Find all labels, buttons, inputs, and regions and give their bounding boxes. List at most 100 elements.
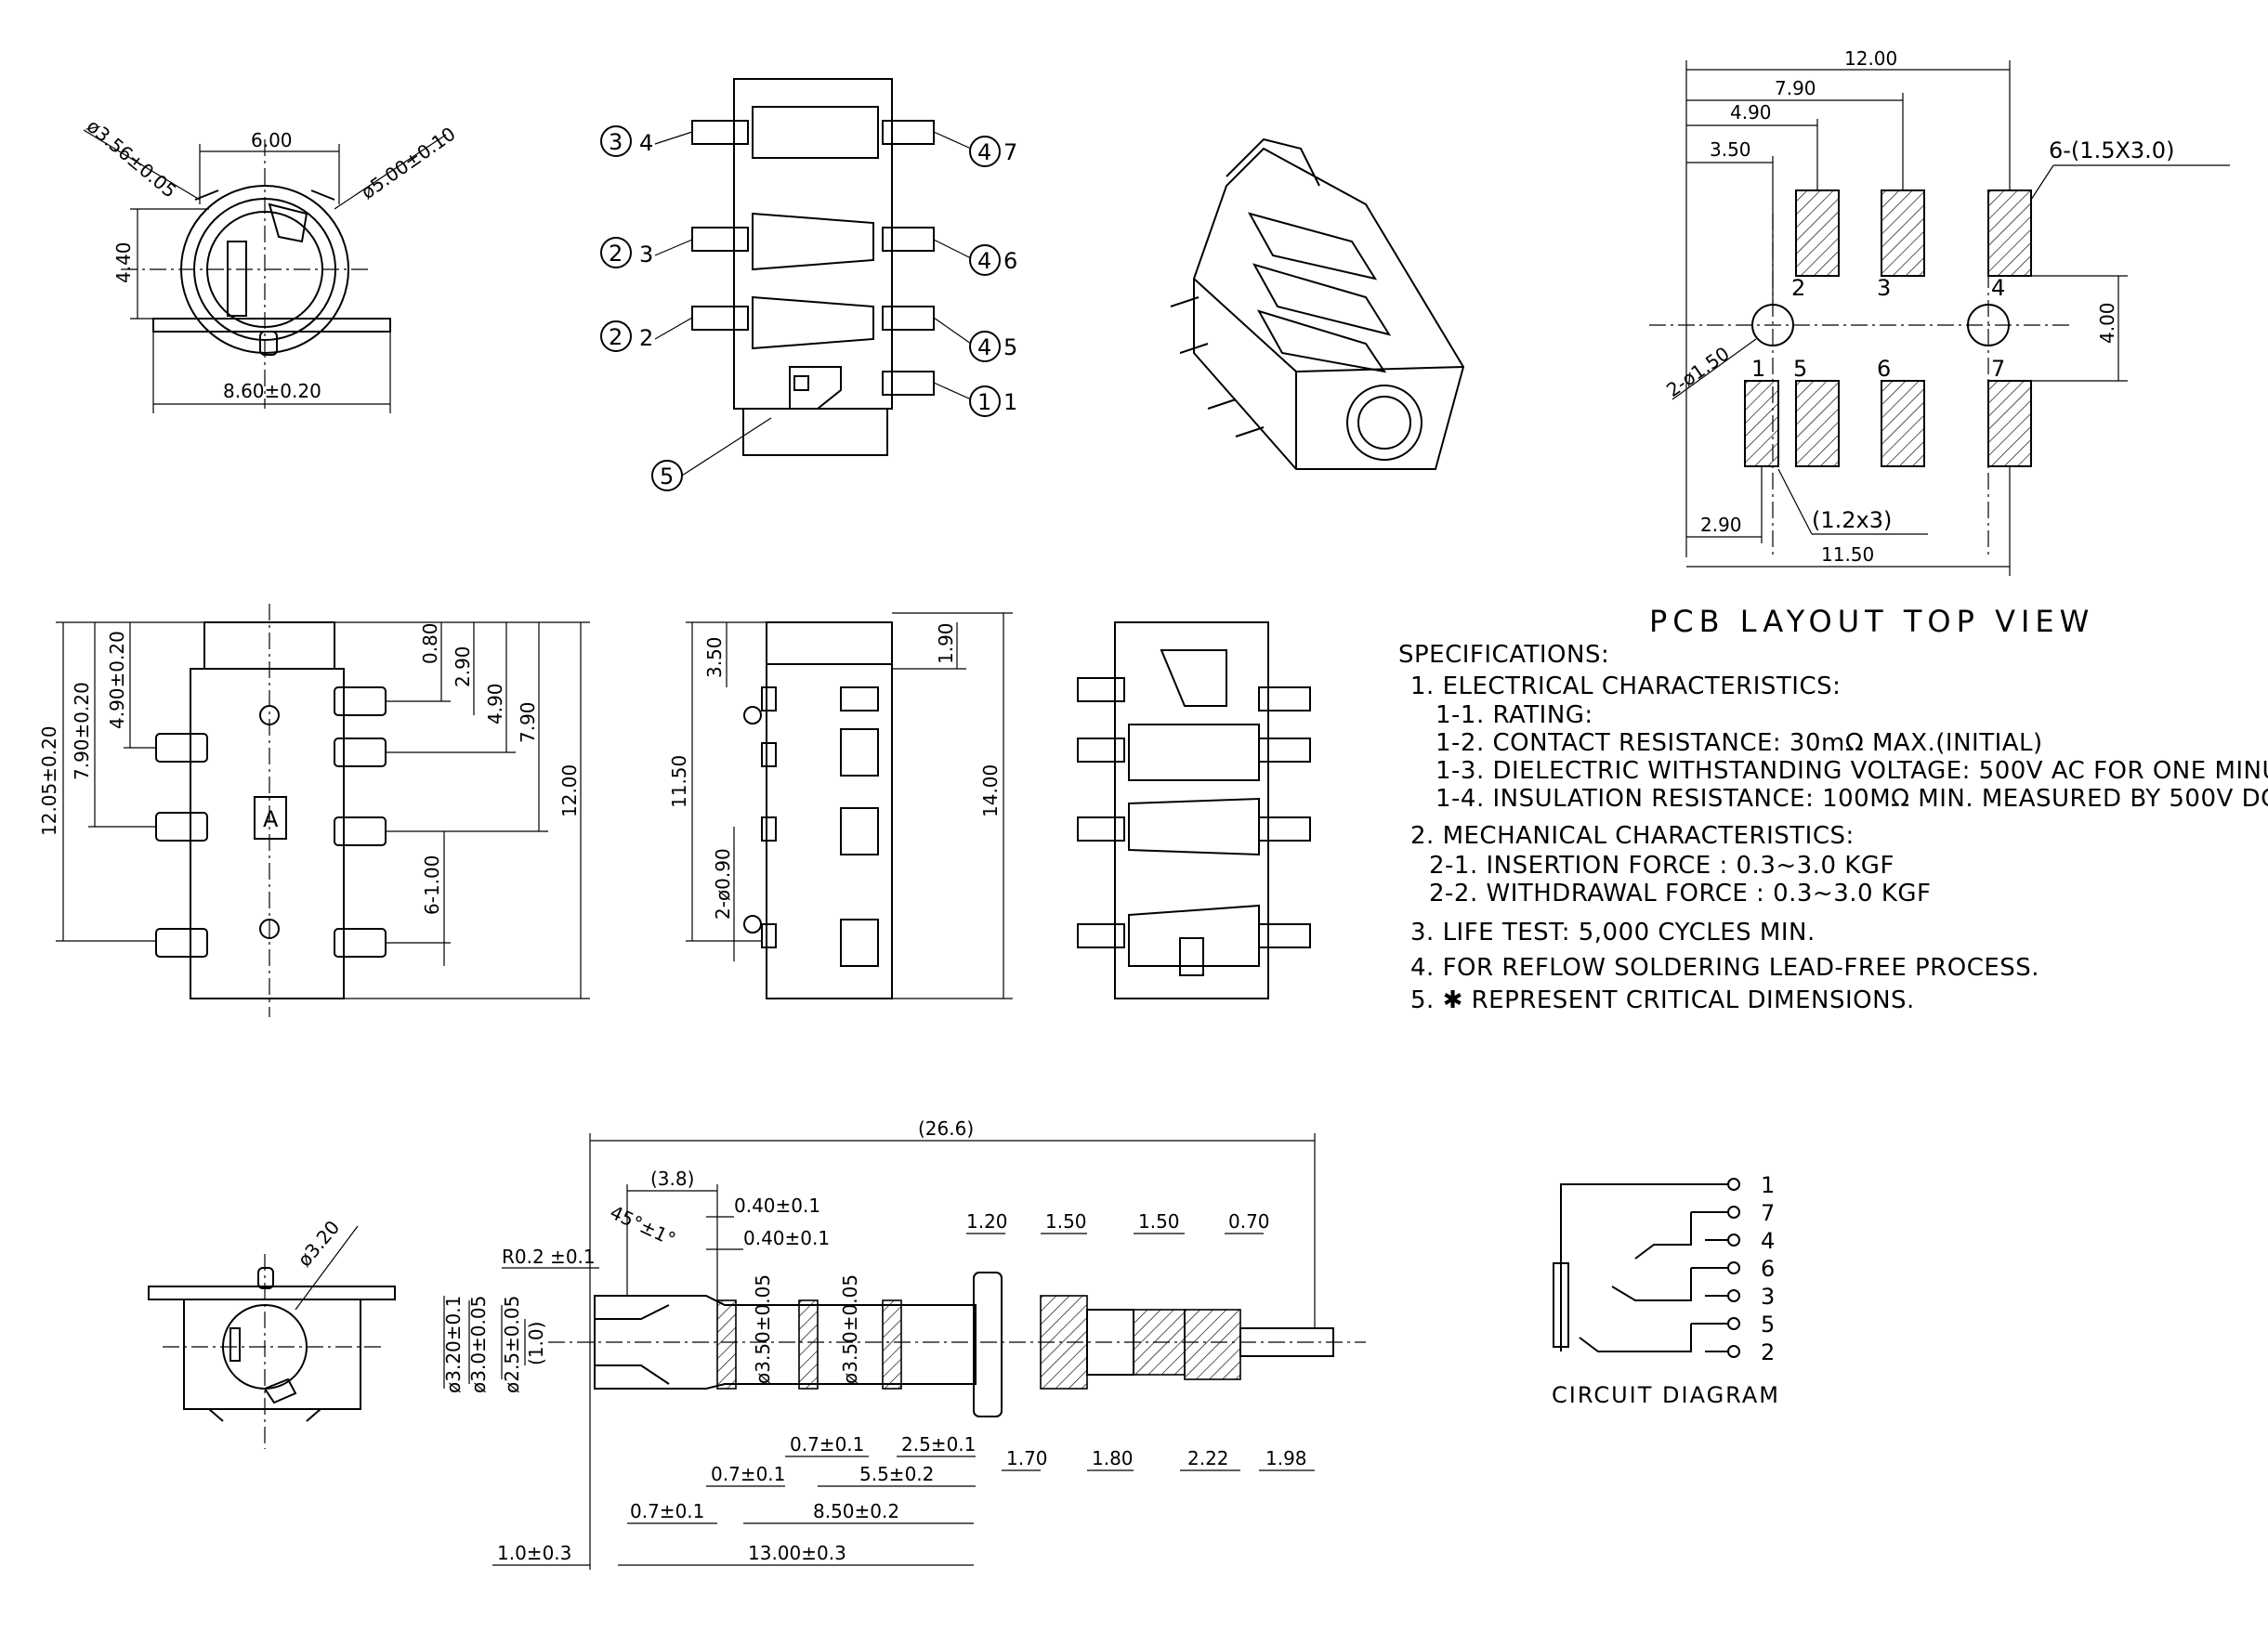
pcb-small-pad-note: (1.2x3) bbox=[1812, 507, 1892, 533]
pcb-pad-number-1: 1 bbox=[1751, 356, 1765, 382]
plug-dim-07c: 0.7±0.1 bbox=[630, 1500, 704, 1522]
plug-dim-180: 1.80 bbox=[1092, 1447, 1134, 1469]
circuit-pin-6: 6 bbox=[1761, 1256, 1775, 1282]
pcb-pad-number-7: 7 bbox=[1991, 356, 2005, 382]
callout-pin-8: 1 bbox=[1003, 389, 1017, 415]
callout-num-6: 4 bbox=[977, 248, 991, 274]
mid-dim-holes: 2-ø0.90 bbox=[712, 848, 734, 920]
spec-line-9: 3. LIFE TEST: 5,000 CYCLES MIN. bbox=[1410, 919, 1816, 947]
plug-dia-350a: ø3.50±0.05 bbox=[752, 1274, 774, 1384]
side-dim-1200: 12.00 bbox=[558, 764, 581, 817]
plug-dim-07a: 0.7±0.1 bbox=[790, 1433, 864, 1456]
plug-dia-350b: ø3.50±0.05 bbox=[839, 1274, 861, 1384]
plug-detail: (26.6) (3.8) 0.40±0.1 0.40±0.1 45°±1° R0… bbox=[442, 1117, 1366, 1570]
callout-num-2: 2 bbox=[609, 241, 623, 267]
callout-num-8: 1 bbox=[977, 389, 991, 415]
plug-dim-222: 2.22 bbox=[1187, 1447, 1229, 1469]
plug-dia-300: ø3.0±0.05 bbox=[467, 1296, 490, 1393]
circuit-diagram: 1 7 4 6 3 5 2 CIRCUIT DIAGRAM bbox=[1552, 1172, 1778, 1408]
callout-num-3: 2 bbox=[609, 324, 623, 350]
callout-pin-6: 6 bbox=[1003, 248, 1017, 274]
front-view: 6.00 ø3.56±0.05 ø5.00±0.10 4.40 8.60±0.2… bbox=[83, 114, 460, 413]
plug-dim-070: 0.70 bbox=[1228, 1210, 1270, 1233]
front-dim-hole-large: ø5.00±0.10 bbox=[357, 123, 459, 203]
mid-dim-1400: 14.00 bbox=[979, 764, 1002, 817]
plug-dim-150a: 1.50 bbox=[1045, 1210, 1087, 1233]
plug-radius: R0.2 ±0.1 bbox=[502, 1246, 596, 1268]
mid-dim-1150: 11.50 bbox=[668, 755, 690, 808]
front-dim-width: 6.00 bbox=[251, 129, 293, 151]
pcb-dim-290: 2.90 bbox=[1700, 514, 1742, 536]
side-dim-490b: 4.90 bbox=[484, 683, 506, 725]
isometric-view bbox=[1170, 137, 1465, 470]
end-view: ø3.20 bbox=[148, 1216, 396, 1449]
spec-line-2: 1-1. RATING: bbox=[1436, 701, 1593, 729]
circuit-pin-2: 2 bbox=[1761, 1339, 1775, 1365]
callout-pin-5: 7 bbox=[1003, 139, 1017, 165]
pcb-dim-490: 4.90 bbox=[1730, 101, 1772, 124]
pcb-title: PCB LAYOUT TOP VIEW bbox=[1649, 604, 2094, 639]
spec-line-5: 1-4. INSULATION RESISTANCE: 100MΩ MIN. M… bbox=[1436, 785, 2268, 813]
side-dim-290: 2.90 bbox=[452, 646, 474, 687]
spec-line-1: 1. ELECTRICAL CHARACTERISTICS: bbox=[1410, 672, 1841, 700]
spec-line-6: 2. MECHANICAL CHARACTERISTICS: bbox=[1410, 822, 1855, 850]
front-dim-height: 4.40 bbox=[112, 242, 135, 283]
spec-line-10: 4. FOR REFLOW SOLDERING LEAD-FREE PROCES… bbox=[1410, 954, 2039, 982]
spec-line-4: 1-3. DIELECTRIC WITHSTANDING VOLTAGE: 50… bbox=[1436, 757, 2268, 785]
callout-num-4: 5 bbox=[660, 463, 674, 490]
pin-view bbox=[691, 78, 935, 456]
pin-callouts: 3 4 2 3 2 2 5 4 7 4 6 4 5 1 1 bbox=[600, 125, 1017, 491]
side-view: A 12.05±0.20 7.90±0.20 4.90±0.20 0.80 2.… bbox=[38, 604, 590, 1017]
plug-dim-38: (3.8) bbox=[650, 1168, 694, 1190]
spec-line-8: 2-2. WITHDRAWAL FORCE : 0.3~3.0 KGF bbox=[1429, 880, 1931, 907]
pcb-pad-number-4: 4 bbox=[1991, 275, 2005, 301]
pcb-dim-total: 12.00 bbox=[1844, 47, 1897, 70]
plug-dim-25: 2.5±0.1 bbox=[901, 1433, 976, 1456]
callout-num-1: 3 bbox=[609, 129, 623, 155]
plug-angle: 45°±1° bbox=[607, 1201, 679, 1250]
end-small-dia: ø3.20 bbox=[293, 1216, 344, 1271]
side-dim-1205: 12.05±0.20 bbox=[38, 725, 60, 836]
side-dim-790: 7.90±0.20 bbox=[71, 682, 93, 780]
pcb-pad-number-5: 5 bbox=[1793, 356, 1807, 382]
plug-dim-total: (26.6) bbox=[918, 1117, 974, 1140]
spec-line-11: 5. ✱ REPRESENT CRITICAL DIMENSIONS. bbox=[1410, 986, 1915, 1014]
plug-dim-10: 1.0±0.3 bbox=[497, 1542, 571, 1564]
mid-view: 11.50 3.50 2-ø0.90 1.90 14.00 bbox=[668, 612, 1013, 999]
pcb-dim-350: 3.50 bbox=[1710, 138, 1751, 161]
front-dim-base: 8.60±0.20 bbox=[223, 380, 321, 402]
circuit-pin-4: 4 bbox=[1761, 1228, 1775, 1254]
circuit-pin-7: 7 bbox=[1761, 1200, 1775, 1226]
spec-heading: SPECIFICATIONS: bbox=[1398, 641, 1609, 669]
plug-dia-10: (1.0) bbox=[525, 1322, 547, 1365]
pcb-dim-1150: 11.50 bbox=[1821, 543, 1874, 566]
front-dim-hole-small: ø3.56±0.05 bbox=[83, 114, 181, 202]
pcb-hole-note: 2-ø1.50 bbox=[1662, 342, 1734, 401]
pcb-pad-number-3: 3 bbox=[1877, 275, 1891, 301]
side-dim-790b: 7.90 bbox=[517, 701, 539, 743]
specifications: SPECIFICATIONS: 1. ELECTRICAL CHARACTERI… bbox=[1398, 641, 2268, 1014]
plug-dim-120: 1.20 bbox=[966, 1210, 1008, 1233]
plug-dim-55: 5.5±0.2 bbox=[859, 1463, 934, 1485]
plug-dim-170: 1.70 bbox=[1006, 1447, 1048, 1469]
plug-dim-040a: 0.40±0.1 bbox=[734, 1195, 820, 1217]
side-dim-pitch: 6-1.00 bbox=[421, 855, 443, 915]
spec-line-7: 2-1. INSERTION FORCE : 0.3~3.0 KGF bbox=[1429, 852, 1894, 880]
callout-pin-1: 4 bbox=[639, 130, 653, 156]
plug-dim-198: 1.98 bbox=[1265, 1447, 1307, 1469]
plug-dim-1300: 13.00±0.3 bbox=[748, 1542, 846, 1564]
plug-dia-250: ø2.5±0.05 bbox=[501, 1296, 523, 1393]
plug-dim-150b: 1.50 bbox=[1138, 1210, 1180, 1233]
plug-dim-07b: 0.7±0.1 bbox=[711, 1463, 785, 1485]
pcb-layout: 2 3 4 1 5 6 7 12.00 7.90 4.90 3.50 6-(1.… bbox=[1649, 47, 2230, 639]
spec-line-3: 1-2. CONTACT RESISTANCE: 30mΩ MAX.(INITI… bbox=[1436, 729, 2043, 757]
circuit-pin-3: 3 bbox=[1761, 1284, 1775, 1310]
mid-dim-190: 1.90 bbox=[935, 622, 957, 664]
side-dim-490: 4.90±0.20 bbox=[106, 631, 128, 729]
callout-pin-2: 3 bbox=[639, 242, 653, 268]
callout-pin-7: 5 bbox=[1003, 334, 1017, 360]
side-marker: A bbox=[263, 806, 279, 832]
callout-pin-3: 2 bbox=[639, 325, 653, 351]
plug-dim-040b: 0.40±0.1 bbox=[743, 1227, 830, 1249]
